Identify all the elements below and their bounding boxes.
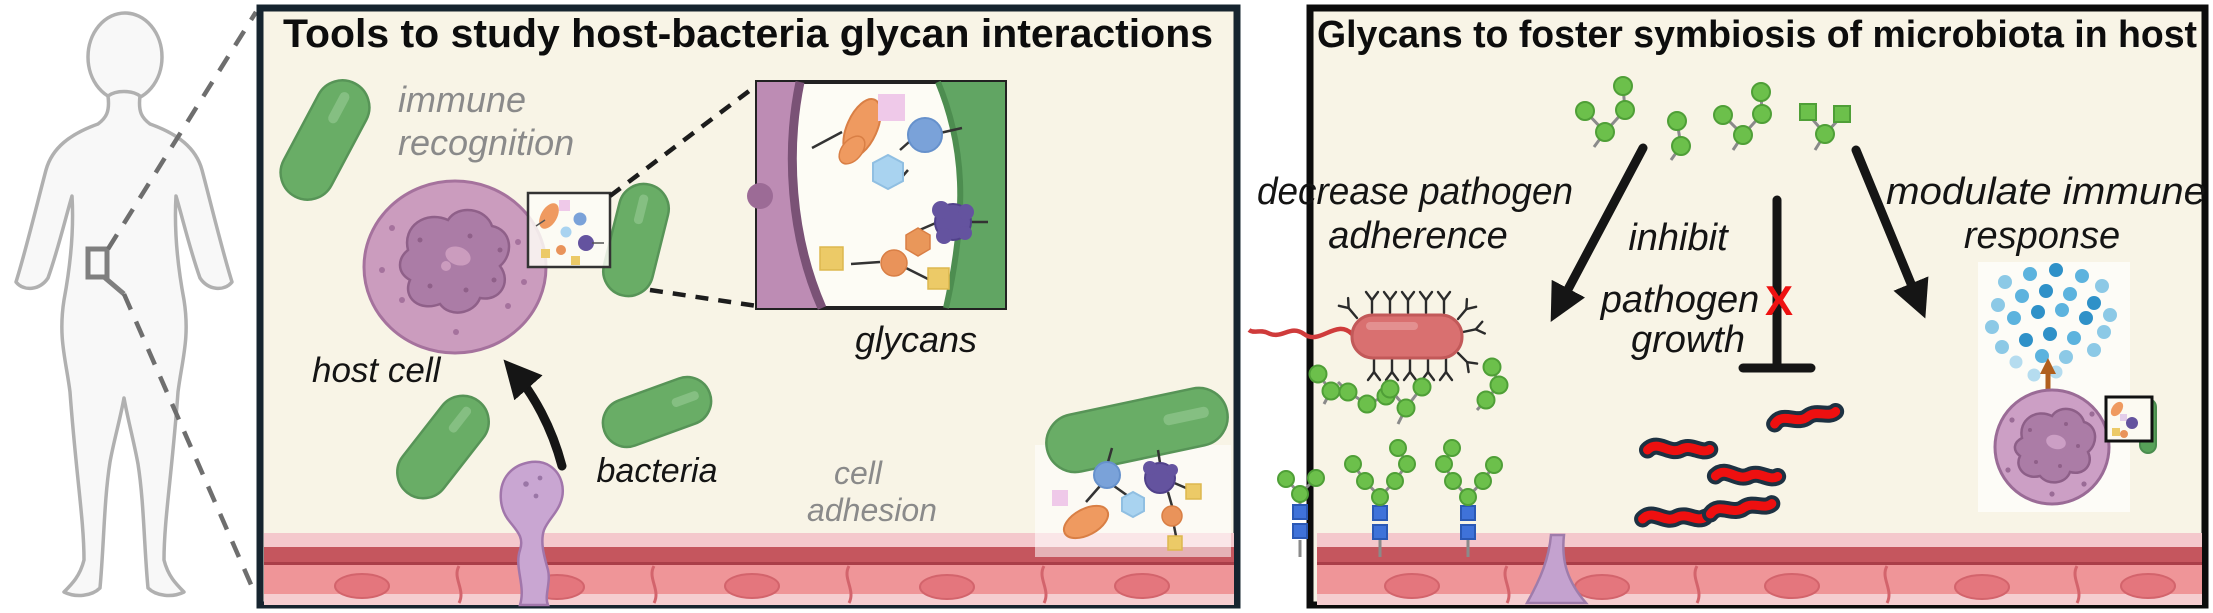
left-panel: Tools to study host-bacteria glycan inte… xyxy=(256,4,1241,609)
dendritic-cell-right xyxy=(1524,533,1589,605)
right-panel: Glycans to foster symbiosis of microbiot… xyxy=(1247,4,2209,609)
gut-zoom-marker xyxy=(85,10,259,597)
epithelium-right xyxy=(1317,533,2202,605)
bacterium-rod-lower-left xyxy=(396,394,490,500)
glycan-pink-square xyxy=(878,94,905,121)
glycan-blue-circle xyxy=(907,117,943,153)
label-inhibit-line3: growth xyxy=(1631,319,1745,361)
inhibition-tbar xyxy=(1738,195,1816,373)
glycan-yellow-square xyxy=(819,246,844,271)
blocked-x-icon: X xyxy=(1765,277,1793,324)
bacterium-rod-near-inset xyxy=(602,182,670,298)
label-immune-recognition-line1: immune xyxy=(398,79,526,120)
inset-dashed-line-top xyxy=(608,83,759,198)
immune-glycan-inset xyxy=(2104,395,2157,454)
label-inhibit-line1: inhibit xyxy=(1628,217,1729,259)
glycan-orange-hexagon xyxy=(905,227,931,257)
label-modulate-line1: modulate immune xyxy=(1886,171,2206,213)
bacterial-membrane xyxy=(938,82,1005,308)
secretion-arrow xyxy=(2040,358,2056,390)
glycan-inset-box xyxy=(747,80,1007,310)
human-head xyxy=(86,11,164,103)
free-glycans-mid xyxy=(1308,357,1509,425)
zoom-dashed-line-bottom xyxy=(121,293,259,597)
pathogen-bacterium xyxy=(1247,290,1486,382)
immune-cell xyxy=(1993,388,2111,506)
arrow-decrease-adherence xyxy=(1550,143,1648,323)
adhesion-glycans xyxy=(1052,447,1202,551)
human-torso-limbs xyxy=(14,89,234,598)
membrane-glycans xyxy=(1277,439,1503,557)
right-panel-title: Glycans to foster symbiosis of microbiot… xyxy=(1317,14,2197,56)
glycan-orange-circle xyxy=(880,249,908,277)
bacterium-rod-center xyxy=(601,375,713,449)
label-immune-recognition-line2: recognition xyxy=(398,122,574,163)
label-decrease-line2: adherence xyxy=(1328,215,1508,257)
label-decrease-line1: decrease pathogen xyxy=(1257,171,1573,213)
gut-square xyxy=(85,246,110,280)
host-cell xyxy=(362,179,548,355)
flagellum xyxy=(1247,326,1354,340)
gut-square-tail xyxy=(102,275,126,296)
inset-dashed-line-bottom xyxy=(649,287,758,309)
glycan-yellow-square-2 xyxy=(927,267,950,290)
arrow-to-host-cell xyxy=(503,359,567,471)
label-cell-adhesion-line1: cell xyxy=(834,455,883,491)
human-body-outline xyxy=(14,11,234,598)
dendritic-cell-left xyxy=(499,460,564,607)
label-glycans: glycans xyxy=(855,319,977,360)
label-inhibit-line2: pathogen xyxy=(1600,279,1760,321)
free-glycans-top xyxy=(1575,76,1851,161)
glycan-interface-small-box xyxy=(526,191,612,269)
cytokine-dots xyxy=(1985,263,2117,382)
arrow-modulate-immune xyxy=(1851,145,1929,319)
bacterium-rod-top-left xyxy=(279,79,371,201)
label-host-cell: host cell xyxy=(312,351,442,390)
bacterium-rod-adhesion xyxy=(1045,386,1229,474)
label-cell-adhesion-line2: adhesion xyxy=(807,492,937,528)
label-bacteria: bacteria xyxy=(597,452,718,490)
glycan-lightblue-hexagon xyxy=(872,153,904,191)
label-modulate-line2: response xyxy=(1964,215,2120,257)
left-panel-title: Tools to study host-bacteria glycan inte… xyxy=(283,12,1213,56)
zoom-dashed-line-top xyxy=(106,10,258,251)
